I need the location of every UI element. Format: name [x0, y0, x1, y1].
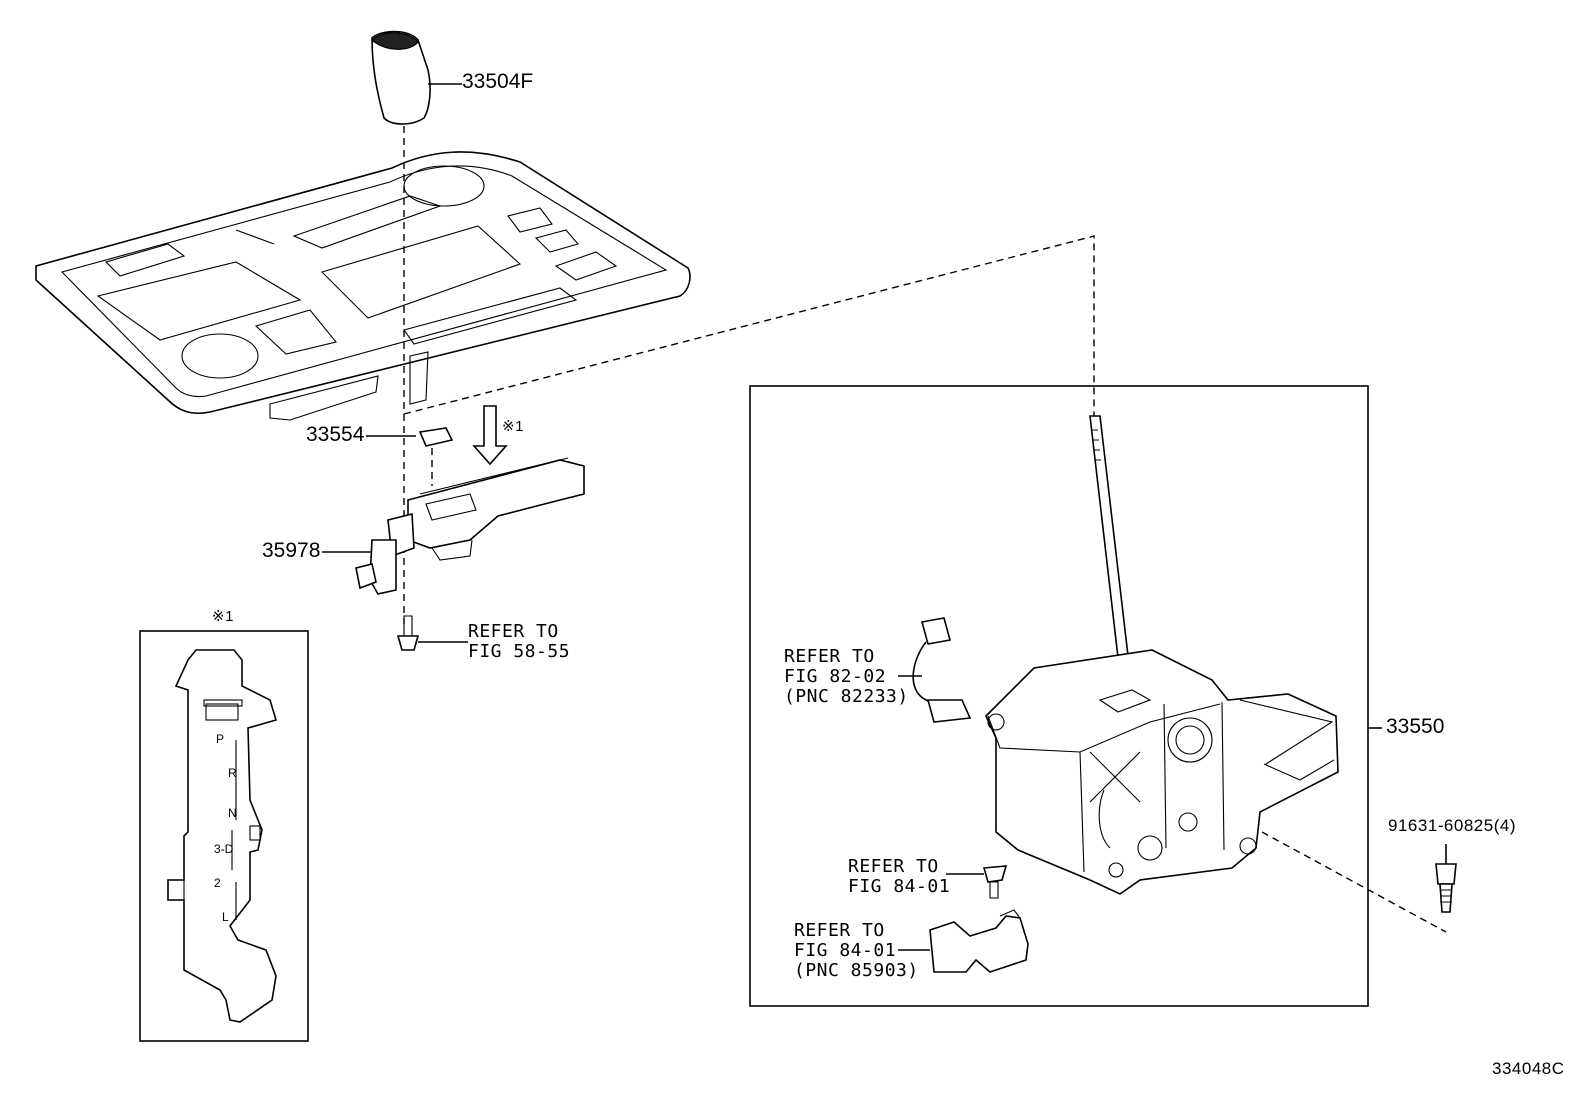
ref-line: REFER TO: [468, 621, 559, 642]
gear-r: R: [228, 766, 237, 780]
ref-line: (PNC 82233): [784, 686, 909, 707]
gear-2: 2: [214, 876, 221, 890]
gear-l: L: [222, 910, 229, 924]
part-number-bolt: 91631-60825(4): [1388, 816, 1516, 835]
screw-left-drawing: [396, 615, 468, 651]
bolt-drawing: [1435, 844, 1457, 913]
block-drawing: [898, 909, 1029, 973]
detail-mark: ※1: [212, 608, 234, 625]
ref-line: REFER TO: [848, 856, 939, 877]
insert-arrow: [472, 405, 508, 466]
ref-line: REFER TO: [794, 920, 885, 941]
shift-lever-base-drawing: [985, 649, 1447, 933]
part-number-indicator: 35978: [262, 539, 321, 562]
ref-line: FIG 58-55: [468, 641, 571, 662]
ref-line: FIG 84-01: [848, 876, 951, 897]
shift-knob-drawing: [371, 30, 462, 125]
ref-line: FIG 84-01: [794, 940, 897, 961]
lever-assy-box: [749, 385, 1382, 1007]
clip-drawing: [366, 427, 454, 486]
gear-3d: 3-D: [214, 842, 234, 856]
ref-line: FIG 82-02: [784, 666, 887, 687]
indicator-housing-drawing: [322, 457, 585, 595]
gear-n: N: [228, 806, 237, 820]
part-number-shift-lever: 33550: [1386, 715, 1445, 738]
figure-id: 334048C: [1492, 1059, 1565, 1078]
ref-line: (PNC 85903): [794, 960, 919, 981]
gear-p: P: [216, 732, 225, 746]
detail-box: [139, 630, 309, 1042]
console-panel-drawing: [35, 126, 1095, 624]
lever-rod-drawing: [1089, 415, 1133, 693]
part-number-clip: 33554: [306, 423, 365, 446]
part-number-knob: 33504F: [462, 70, 534, 93]
connector-drawing: [898, 617, 972, 723]
arrow-detail-mark: ※1: [502, 418, 524, 435]
screw-right-drawing: [946, 865, 1008, 899]
ref-line: REFER TO: [784, 646, 875, 667]
